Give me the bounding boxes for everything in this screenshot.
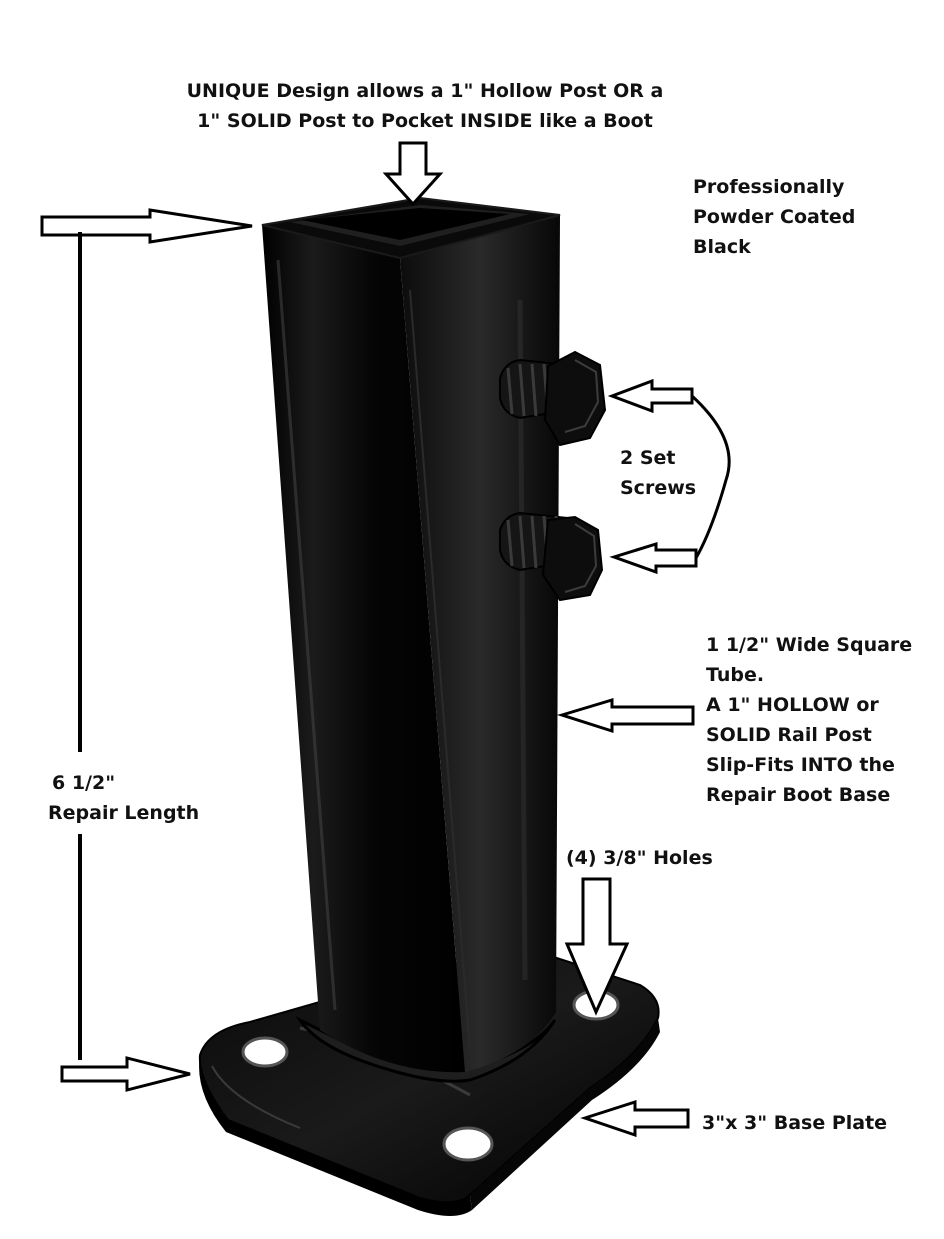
base-plate-note: 3"x 3" Base Plate	[702, 1112, 888, 1134]
tube-note: 1 1/2" Wide Square Tube. A 1" HOLLOW or …	[706, 634, 913, 806]
arrow-left-base-plate	[580, 1099, 690, 1138]
square-tube	[261, 196, 561, 1073]
arrow-down-top	[382, 141, 444, 207]
set-screw-upper	[499, 350, 607, 447]
screw-bracket	[690, 394, 731, 559]
arrow-left-lower-screw	[609, 541, 698, 575]
arrow-right-top	[40, 208, 253, 244]
top-note: UNIQUE Design allows a 1" Hollow Post OR…	[186, 80, 664, 132]
arrow-left-upper-screw	[607, 378, 694, 414]
arrow-down-holes	[564, 877, 630, 1016]
holes-note: (4) 3/8" Holes	[566, 847, 713, 869]
set-screws-note: 2 Set Screws	[620, 447, 697, 499]
arrow-left-tube	[556, 697, 695, 734]
finish-note: Professionally Powder Coated Black	[693, 176, 856, 258]
arrow-right-base	[60, 1056, 191, 1092]
set-screw-lower	[499, 511, 604, 602]
length-note: 6 1/2" Repair Length	[48, 772, 200, 824]
